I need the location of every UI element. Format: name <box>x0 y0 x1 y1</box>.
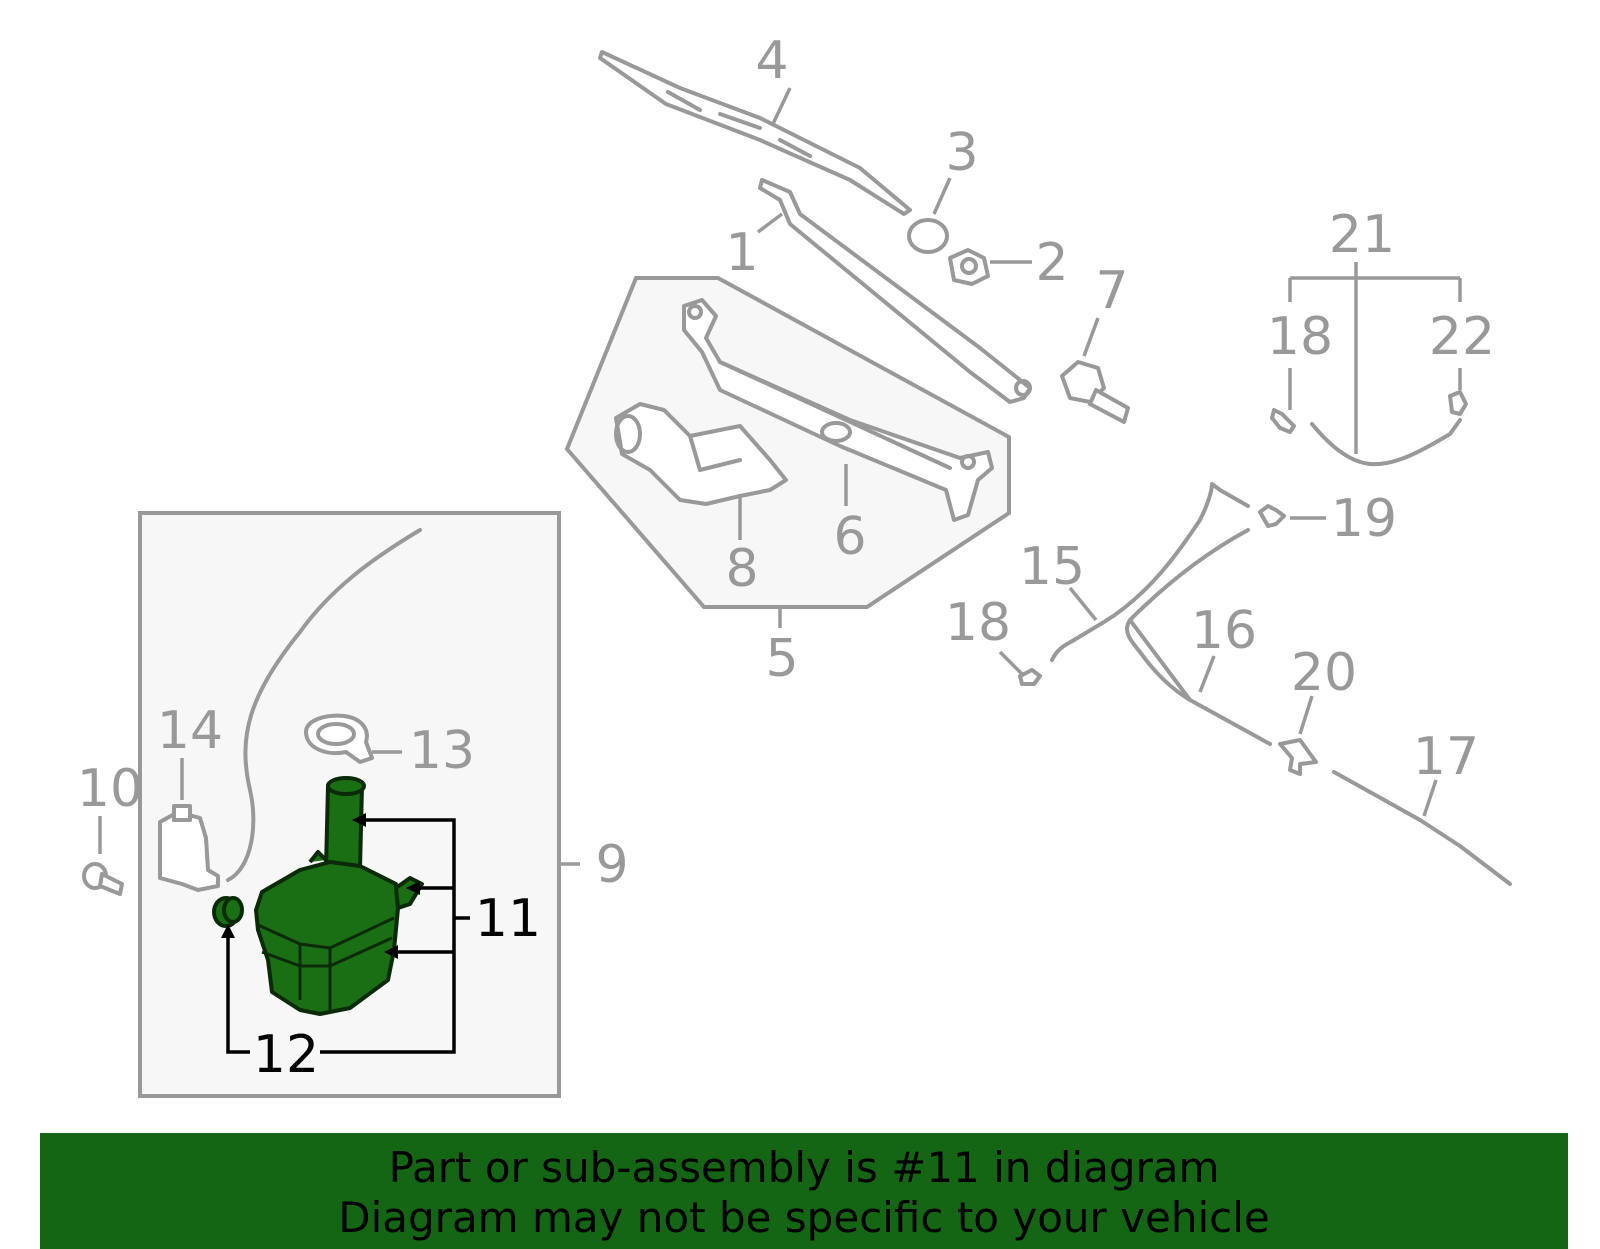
callout-20: 20 <box>1291 643 1357 703</box>
callout-13: 13 <box>409 721 475 781</box>
callout-6: 6 <box>833 507 866 567</box>
nozzle-18-lower[interactable] <box>1018 668 1042 686</box>
arm-nut[interactable] <box>948 248 990 286</box>
wiper-linkage[interactable] <box>682 298 994 522</box>
banner-line-2: Diagram may not be specific to your vehi… <box>338 1193 1270 1242</box>
reservoir-cap[interactable] <box>304 713 374 764</box>
washer-hose-15b[interactable] <box>1125 528 1272 746</box>
washer-hose-16[interactable] <box>1128 618 1192 702</box>
callout-16: 16 <box>1191 601 1257 661</box>
callout-17: 17 <box>1413 727 1479 787</box>
callout-7: 7 <box>1095 261 1128 321</box>
callout-12: 12 <box>253 1025 319 1085</box>
pump-screw[interactable] <box>82 862 124 896</box>
pump-grommet[interactable] <box>212 896 244 928</box>
callout-18-upper: 18 <box>1267 307 1333 367</box>
banner-line-1: Part or sub-assembly is #11 in diagram <box>388 1143 1220 1192</box>
panel-5 <box>564 276 1011 609</box>
callout-15: 15 <box>1019 537 1085 597</box>
washer-hose-17[interactable] <box>1332 770 1512 886</box>
callout-19: 19 <box>1331 489 1397 549</box>
callout-22: 22 <box>1429 307 1495 367</box>
callout-labels: 4 3 1 2 7 6 8 5 10 14 13 9 11 12 21 18 2… <box>77 31 1495 1085</box>
callout-8: 8 <box>725 539 758 599</box>
nozzle-22[interactable] <box>1448 390 1468 416</box>
callout-3: 3 <box>945 123 978 183</box>
washer-hose-21[interactable] <box>1310 418 1462 467</box>
callout-11: 11 <box>475 889 541 949</box>
callout-5: 5 <box>765 629 798 689</box>
callout-21: 21 <box>1329 205 1395 265</box>
nozzle-18-upper[interactable] <box>1270 408 1296 434</box>
callout-1: 1 <box>725 223 758 283</box>
washer-reservoir[interactable] <box>254 776 424 1016</box>
wiper-motor[interactable] <box>614 402 788 506</box>
info-banner: Part or sub-assembly is #11 in diagram D… <box>40 1133 1568 1249</box>
connector-20[interactable] <box>1278 738 1318 776</box>
washer-hose-15[interactable] <box>1050 482 1250 662</box>
callout-10: 10 <box>77 759 143 819</box>
linkage-bolt[interactable] <box>1060 360 1130 424</box>
connector-19[interactable] <box>1258 504 1286 528</box>
pivot-cap[interactable] <box>907 218 949 254</box>
callout-2: 2 <box>1035 233 1068 293</box>
wiper-blade[interactable] <box>598 50 912 216</box>
leader-lines <box>98 87 1462 866</box>
washer-hose-9[interactable] <box>226 528 422 882</box>
washer-pump[interactable] <box>158 804 220 892</box>
callout-4: 4 <box>755 31 788 91</box>
callout-18-lower: 18 <box>945 593 1011 653</box>
callout-9: 9 <box>595 835 628 895</box>
wiper-arm[interactable] <box>758 178 1032 404</box>
callout-14: 14 <box>157 701 223 761</box>
leader-lines-highlight <box>221 813 470 1054</box>
